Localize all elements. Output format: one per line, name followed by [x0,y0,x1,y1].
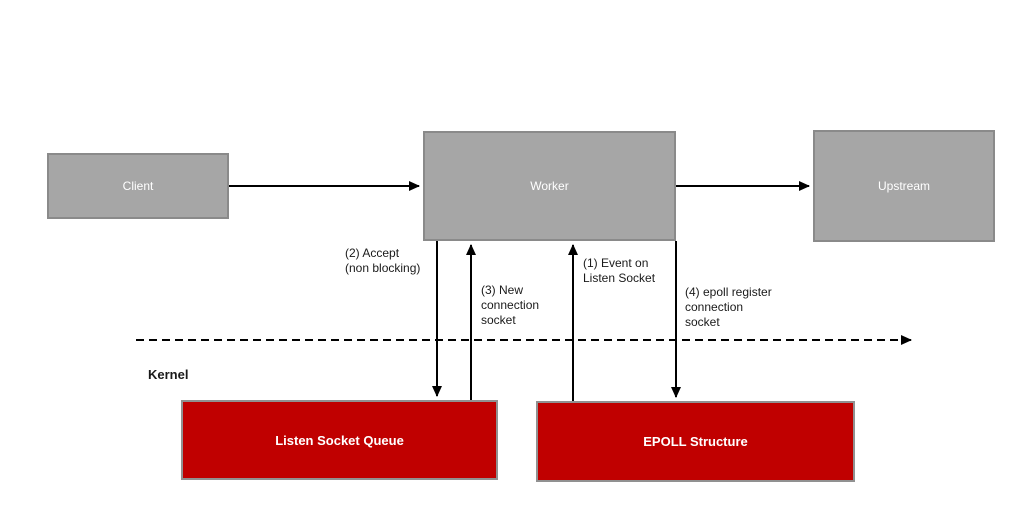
upstream-box-label: Upstream [877,179,930,193]
annotation-line: (3) New [481,283,524,297]
kernel-section-label: Kernel [148,367,189,382]
annotation-event-on-listen-socket: (1) Event on Listen Socket [583,256,655,286]
upstream-box: Upstream [813,130,995,242]
annotation-line: (1) Event on [583,256,649,270]
client-box-label: Client [122,179,154,193]
annotation-accept-non-blocking: (2) Accept (non blocking) [345,246,420,276]
epoll-structure-box: EPOLL Structure [536,401,855,482]
annotation-line: (non blocking) [345,261,421,275]
annotation-epoll-register-connection-socket: (4) epoll register connection socket [685,285,772,330]
annotation-line: (2) Accept [345,246,400,260]
listen-socket-queue-label: Listen Socket Queue [275,432,404,448]
annotation-line: connection [481,298,540,312]
worker-box-label: Worker [530,179,569,193]
annotation-new-connection-socket: (3) New connection socket [481,283,539,328]
annotation-line: connection [685,300,744,314]
annotation-line: (4) epoll register [685,285,772,299]
worker-box: Worker [423,131,676,241]
listen-socket-queue-box: Listen Socket Queue [181,400,498,480]
annotation-line: socket [481,313,516,327]
epoll-structure-label: EPOLL Structure [643,434,748,449]
client-box: Client [47,153,229,219]
annotation-line: socket [685,315,720,329]
annotation-line: Listen Socket [583,271,656,285]
